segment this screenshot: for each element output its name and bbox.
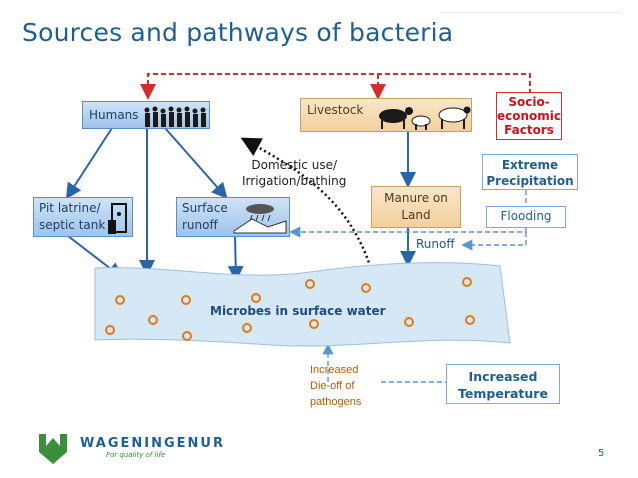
manure-node: Manure on Land — [371, 186, 461, 228]
microbe-particle — [465, 315, 475, 325]
die-off-label: Increased Die-off of pathogens — [310, 362, 361, 410]
extreme-line-2: Precipitation — [486, 174, 574, 188]
pit-line-1: Pit latrine/ — [39, 201, 101, 215]
livestock-node: Livestock — [300, 98, 472, 132]
logo-text: WAGENINGENUR — [80, 436, 225, 451]
microbe-particle — [181, 295, 191, 305]
domestic-use-arrow — [240, 137, 374, 273]
dieoff-line-1: Increased — [310, 364, 359, 376]
climate-links — [289, 190, 527, 383]
dieoff-line-2: Die-off of — [310, 380, 355, 392]
socio-economic-links — [140, 73, 531, 100]
domestic-line-1: Domestic use/ — [251, 158, 337, 172]
header-divider — [440, 12, 620, 13]
runoff-label: Runoff — [416, 237, 455, 251]
microbe-particle — [105, 325, 115, 335]
microbe-particle — [361, 283, 371, 293]
microbe-particle — [305, 279, 315, 289]
microbe-particle — [115, 295, 125, 305]
pit-latrine-node: Pit latrine/ septic tank — [33, 197, 133, 237]
microbe-particle — [182, 331, 192, 341]
microbe-particle — [404, 317, 414, 327]
flooding-node: Flooding — [486, 206, 566, 228]
socio-line-2: economic — [497, 109, 562, 123]
socio-economic-node: Socio- economic Factors — [496, 92, 562, 140]
microbe-particle — [309, 319, 319, 329]
manure-line-1: Manure on — [384, 191, 448, 205]
temperature-line-1: Increased — [468, 369, 538, 384]
domestic-line-2: Irrigation/bathing — [242, 174, 347, 188]
surface-line-2: runoff — [182, 218, 218, 232]
logo-wordmark: WAGENINGENUR — [80, 436, 225, 451]
humans-label: Humans — [89, 108, 139, 122]
socio-line-3: Factors — [504, 123, 554, 137]
runoff-icon — [233, 204, 287, 234]
people-icon — [144, 106, 206, 127]
microbes-label: Microbes in surface water — [210, 304, 386, 318]
microbe-particle — [148, 315, 158, 325]
surface-line-1: Surface — [182, 201, 228, 215]
domestic-use-label: Domestic use/ Irrigation/bathing — [242, 157, 346, 189]
extreme-line-1: Extreme — [501, 158, 559, 172]
pit-line-2: septic tank — [39, 218, 106, 232]
socio-line-1: Socio- — [508, 95, 550, 109]
humans-node: Humans — [82, 101, 210, 129]
temperature-node: Increased Temperature — [446, 364, 560, 404]
manure-line-2: Land — [401, 208, 431, 222]
livestock-icon — [379, 106, 471, 130]
page-number: 5 — [598, 448, 605, 459]
wageningen-logo-icon — [39, 434, 67, 464]
dieoff-line-3: pathogens — [310, 396, 362, 408]
temperature-line-2: Temperature — [458, 386, 548, 401]
latrine-icon — [108, 203, 127, 234]
human-pathways — [65, 127, 416, 282]
logo-tagline: For quality of life — [106, 451, 166, 459]
microbe-particle — [462, 277, 472, 287]
surface-runoff-node: Surface runoff — [176, 197, 290, 237]
microbe-particle — [251, 293, 261, 303]
extreme-precipitation-node: Extreme Precipitation — [482, 154, 578, 190]
microbe-particle — [242, 323, 252, 333]
flooding-label: Flooding — [500, 209, 552, 223]
livestock-label: Livestock — [307, 103, 364, 117]
page-title: Sources and pathways of bacteria — [22, 18, 454, 47]
